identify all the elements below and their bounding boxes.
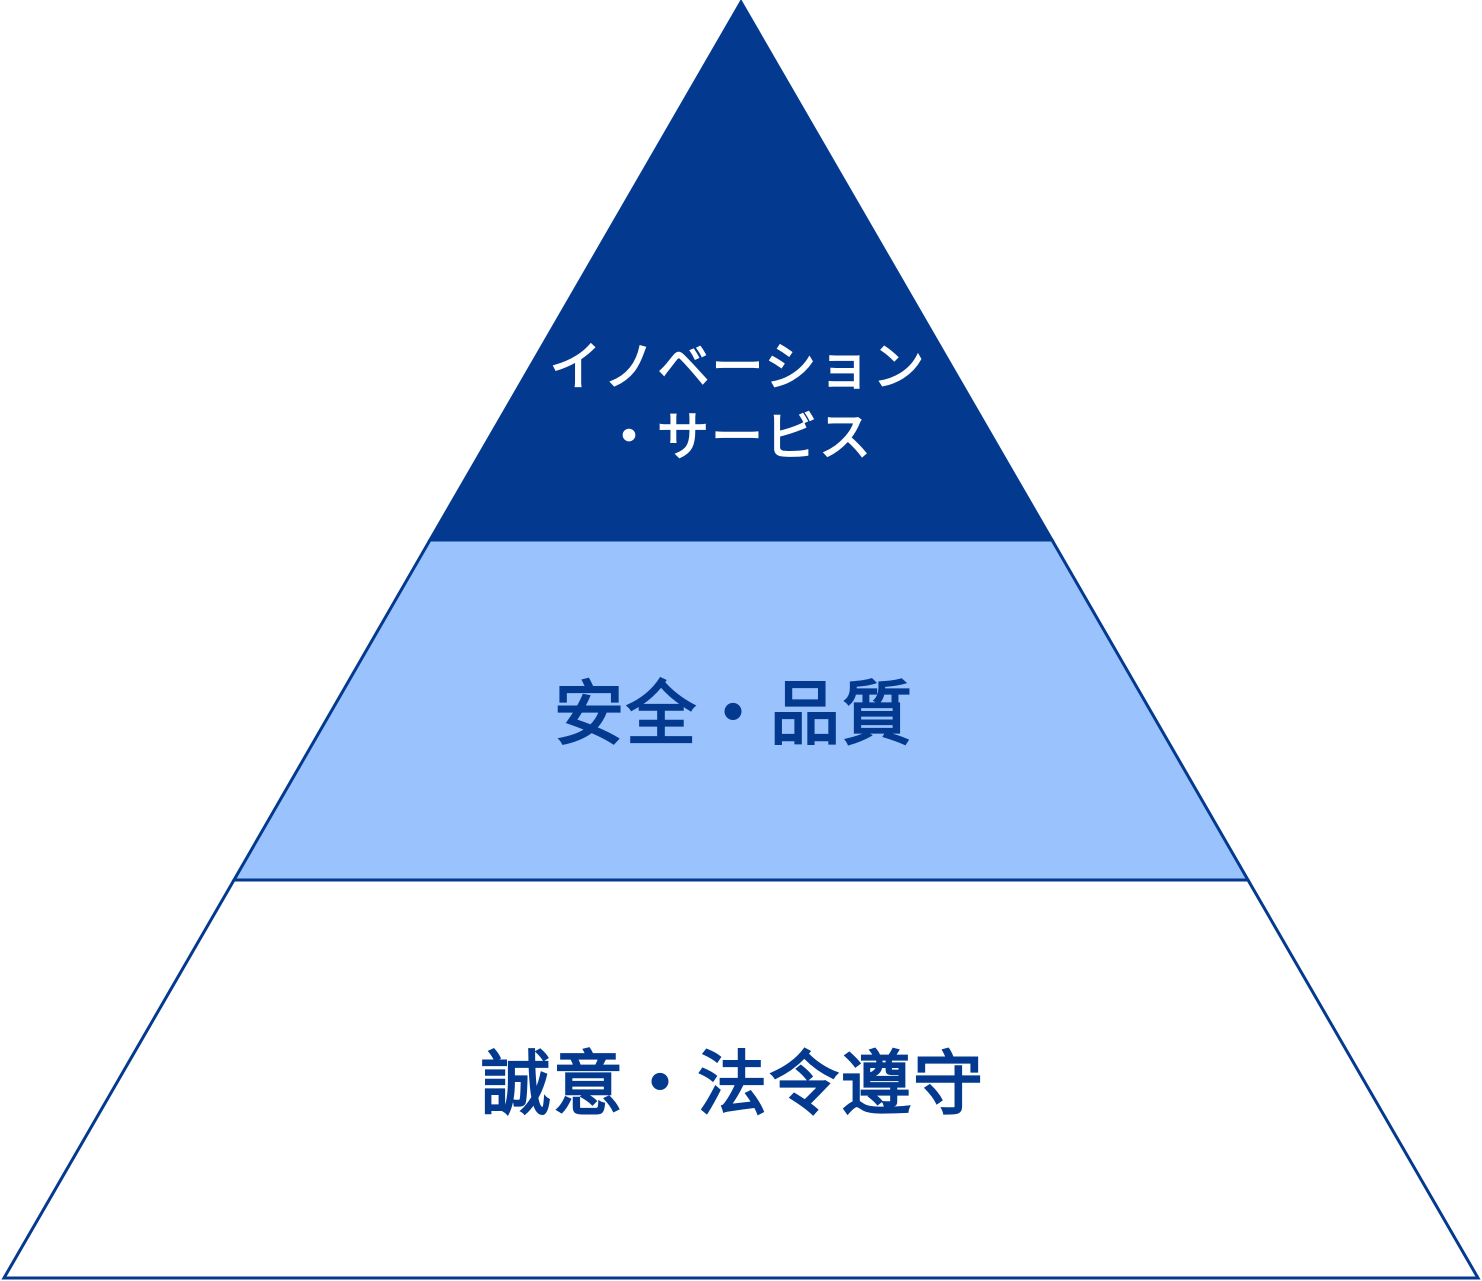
tier-bottom-label: 誠意・法令遵守 bbox=[481, 1043, 985, 1125]
tier-top-label-line-2: ・サービス bbox=[603, 408, 873, 468]
tier-top-shape bbox=[427, 0, 1055, 542]
tier-top-label-line-1: イノベーション bbox=[550, 338, 927, 398]
tier-middle-label: 安全・品質 bbox=[554, 673, 914, 755]
